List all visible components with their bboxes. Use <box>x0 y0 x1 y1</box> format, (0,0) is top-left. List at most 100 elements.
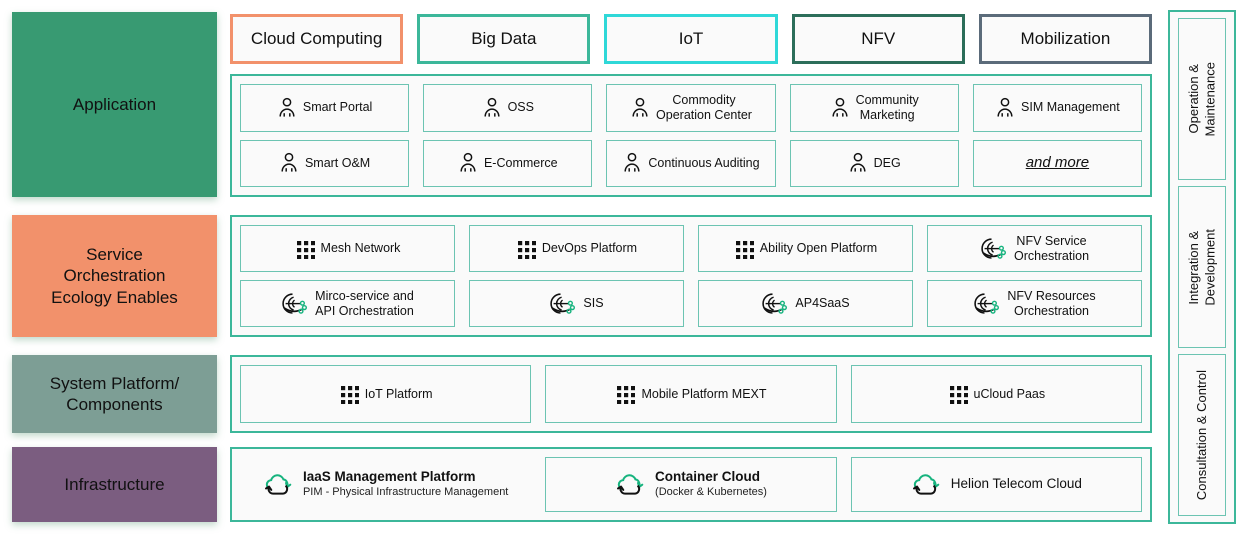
layer-label-application: Application <box>12 12 217 197</box>
tile-application-4[interactable]: SIM Management <box>972 84 1142 132</box>
infrastructure-title: Container Cloud <box>655 469 761 485</box>
tile-label: Smart Portal <box>302 100 373 115</box>
orchestration-icon <box>973 292 1001 316</box>
person-icon <box>458 152 478 174</box>
person-icon <box>830 97 850 119</box>
person-icon <box>848 152 868 174</box>
side-column-box-1[interactable]: Integration & Development <box>1178 186 1226 348</box>
tile-service-0[interactable]: Mesh Network <box>240 225 455 272</box>
person-icon <box>482 97 502 119</box>
category-label: NFV <box>861 29 896 48</box>
person-icon <box>277 97 297 119</box>
orchestration-icon <box>761 292 789 316</box>
dot-grid-icon <box>516 239 536 259</box>
layer-label-service: Service Orchestration Ecology Enables <box>12 215 217 337</box>
tile-label: uCloud Paas <box>973 386 1046 401</box>
tile-label: DEG <box>873 155 901 170</box>
tile-application-8[interactable]: DEG <box>789 139 959 187</box>
tile-label: and more <box>1025 154 1090 172</box>
layer-label-text: Infrastructure <box>64 474 165 494</box>
category-box-1[interactable]: Big Data <box>417 14 591 64</box>
tile-label: Mobile Platform MEXT <box>641 386 767 401</box>
tile-system-2[interactable]: uCloud Paas <box>850 365 1142 423</box>
side-column-box-0[interactable]: Operation & Maintenance <box>1178 18 1226 180</box>
layer-label-system-platform: System Platform/ Components <box>12 355 217 433</box>
tile-service-7[interactable]: NFV Resources Orchestration <box>927 280 1142 327</box>
tile-label: OSS <box>507 100 534 115</box>
orchestration-icon <box>980 237 1008 261</box>
category-row: Cloud Computing Big Data IoT NFV Mobilizatio… <box>230 14 1153 64</box>
tile-label: NFV Service Orchestration <box>1013 233 1090 263</box>
layer-label-text: Service Orchestration Ecology Enables <box>51 245 178 307</box>
category-box-4[interactable]: Mobilization <box>978 14 1153 64</box>
tile-service-3[interactable]: NFV Service Orchestration <box>927 225 1142 272</box>
system-tile-grid: IoT Platform Mobile Platform MEXT uCloud P… <box>240 365 1142 423</box>
tile-application-5[interactable]: Smart O&M <box>240 139 410 187</box>
service-band: Mesh Network DevOps Platform Ability Open … <box>230 215 1152 337</box>
dot-grid-icon <box>948 384 968 404</box>
cloud-refresh-icon <box>911 472 941 498</box>
tile-label: Ability Open Platform <box>759 241 878 255</box>
tile-label: Commodity Operation Center <box>656 92 752 122</box>
tile-label: AP4SaaS <box>795 296 850 310</box>
category-box-0[interactable]: Cloud Computing <box>230 14 404 64</box>
infrastructure-text: Helion Telecom Cloud <box>951 476 1082 493</box>
infrastructure-text: Container Cloud(Docker & Kubernetes) <box>655 469 767 500</box>
person-icon <box>630 97 650 119</box>
side-column-label: Integration & Development <box>1185 228 1217 306</box>
category-box-2[interactable]: IoT <box>604 14 778 64</box>
dot-grid-icon <box>295 239 315 259</box>
tile-application-1[interactable]: OSS <box>423 84 593 132</box>
tile-label: Mirco-service and API Orchestration <box>315 288 414 318</box>
tile-application-3[interactable]: Community Marketing <box>789 84 959 132</box>
infrastructure-title: Helion Telecom Cloud <box>950 476 1082 492</box>
cloud-refresh-icon <box>263 472 293 498</box>
tile-label: E-Commerce <box>483 155 558 170</box>
side-column-box-2[interactable]: Consultation & Control <box>1178 354 1226 516</box>
tile-infrastructure-2[interactable]: Helion Telecom Cloud <box>850 457 1142 512</box>
tile-label: SIS <box>583 296 604 310</box>
category-label: Big Data <box>471 29 537 48</box>
service-tile-grid: Mesh Network DevOps Platform Ability Open … <box>240 225 1142 327</box>
application-tile-grid: Smart Portal OSS Commodity Operation Cente… <box>240 84 1142 187</box>
person-icon <box>622 152 642 174</box>
side-column-label: Consultation & Control <box>1193 369 1209 501</box>
tile-label: NFV Resources Orchestration <box>1007 288 1096 318</box>
tile-label: Smart O&M <box>304 155 371 170</box>
cloud-refresh-icon <box>615 472 645 498</box>
tile-service-5[interactable]: SIS <box>469 280 684 327</box>
layer-label-infrastructure: Infrastructure <box>12 447 217 522</box>
tile-service-1[interactable]: DevOps Platform <box>469 225 684 272</box>
system-platform-band: IoT Platform Mobile Platform MEXT uCloud P… <box>230 355 1152 433</box>
tile-label: Mesh Network <box>320 241 401 255</box>
tile-service-2[interactable]: Ability Open Platform <box>698 225 913 272</box>
category-label: Mobilization <box>1020 29 1111 48</box>
tile-application-6[interactable]: E-Commerce <box>423 139 593 187</box>
tile-application-2[interactable]: Commodity Operation Center <box>606 84 776 132</box>
tile-label: Community Marketing <box>855 92 919 122</box>
category-box-3[interactable]: NFV <box>791 14 965 64</box>
tile-label: IoT Platform <box>364 386 433 401</box>
tile-application-0[interactable]: Smart Portal <box>240 84 410 132</box>
side-column-label: Operation & Maintenance <box>1185 61 1217 137</box>
tile-service-4[interactable]: Mirco-service and API Orchestration <box>240 280 455 327</box>
infrastructure-subtitle: (Docker & Kubernetes) <box>655 486 767 499</box>
tile-infrastructure-1[interactable]: Container Cloud(Docker & Kubernetes) <box>545 457 837 512</box>
dot-grid-icon <box>734 239 754 259</box>
tile-system-0[interactable]: IoT Platform <box>240 365 532 423</box>
tile-application-7[interactable]: Continuous Auditing <box>606 139 776 187</box>
tile-application-9[interactable]: and more <box>972 139 1142 187</box>
dot-grid-icon <box>339 384 359 404</box>
layer-label-text: System Platform/ Components <box>49 373 180 414</box>
orchestration-icon <box>281 292 309 316</box>
tile-label: DevOps Platform <box>541 241 638 255</box>
tile-service-6[interactable]: AP4SaaS <box>698 280 913 327</box>
tile-label: SIM Management <box>1021 100 1120 115</box>
category-label: Cloud Computing <box>250 29 383 48</box>
tile-system-1[interactable]: Mobile Platform MEXT <box>545 365 837 423</box>
